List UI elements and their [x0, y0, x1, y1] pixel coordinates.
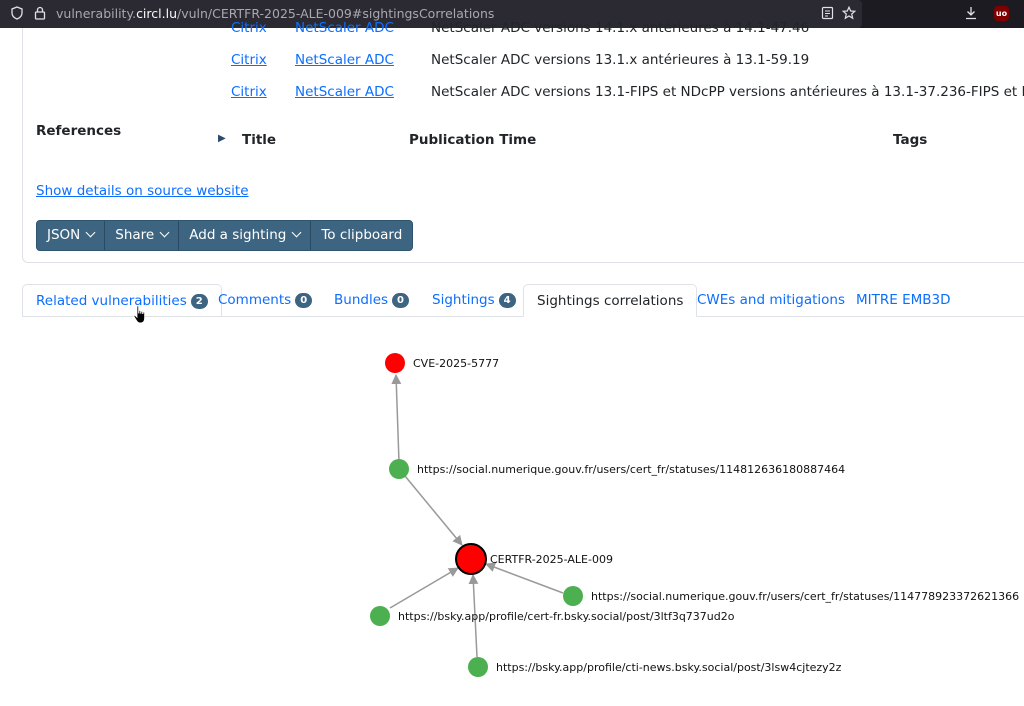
- ublock-extension-icon[interactable]: uo: [994, 6, 1009, 21]
- edge-s2-to-center: [485, 562, 564, 594]
- node-label: https://bsky.app/profile/cti-news.bsky.s…: [496, 661, 842, 674]
- node-label: CVE-2025-5777: [413, 357, 499, 370]
- show-details-link[interactable]: Show details on source website: [36, 183, 249, 199]
- vendor-link[interactable]: Citrix: [231, 52, 267, 68]
- tab-sightings-correlations[interactable]: Sightings correlations: [523, 284, 698, 317]
- to-clipboard-button[interactable]: To clipboard: [321, 227, 403, 243]
- vendor-link[interactable]: Citrix: [231, 20, 267, 32]
- edge-s1-to-center: [404, 475, 463, 546]
- product-link[interactable]: NetScaler ADC: [295, 84, 394, 100]
- chevron-down-icon: [159, 227, 170, 238]
- column-header-title: Title: [242, 132, 277, 148]
- version-text: NetScaler ADC versions 13.1.x antérieure…: [431, 52, 810, 68]
- share-dropdown-button[interactable]: Share: [105, 221, 180, 250]
- product-link[interactable]: NetScaler ADC: [295, 52, 394, 68]
- version-text: NetScaler ADC versions 14.1.x antérieure…: [431, 20, 810, 32]
- lock-icon[interactable]: [32, 6, 48, 22]
- shield-icon[interactable]: [9, 6, 25, 22]
- product-link[interactable]: NetScaler ADC: [295, 20, 394, 32]
- address-bar[interactable]: vulnerability.circl.lu/vuln/CERTFR-2025-…: [0, 0, 862, 28]
- node-label: https://social.numerique.gouv.fr/users/c…: [591, 590, 1019, 603]
- tab-cwes-and-mitigations[interactable]: CWEs and mitigations: [697, 292, 845, 308]
- bookmark-star-icon[interactable]: [841, 5, 857, 22]
- action-button-group: JSON Share Add a sighting To clipboard: [36, 220, 414, 251]
- node-label: https://social.numerique.gouv.fr/users/c…: [417, 463, 845, 476]
- graph-node-center[interactable]: CERTFR-2025-ALE-009: [455, 543, 613, 575]
- graph-edges: [389, 374, 564, 658]
- chevron-down-icon: [85, 227, 96, 238]
- edge-b2-to-center: [468, 574, 479, 658]
- node-label: CERTFR-2025-ALE-009: [490, 553, 613, 566]
- chevron-down-icon: [291, 227, 302, 238]
- count-badge: 0: [295, 293, 313, 308]
- count-badge: 4: [498, 293, 516, 308]
- node-label: https://bsky.app/profile/cert-fr.bsky.so…: [398, 610, 735, 623]
- references-label: References: [36, 123, 122, 139]
- expand-triangle-icon[interactable]: ▶: [218, 133, 226, 144]
- reader-view-icon[interactable]: [819, 6, 835, 22]
- column-header-tags: Tags: [893, 132, 928, 148]
- column-header-publication-time: Publication Time: [409, 132, 537, 148]
- browser-toolbar: vulnerability.circl.lu/vuln/CERTFR-2025-…: [0, 0, 1024, 28]
- graph-node-cve[interactable]: CVE-2025-5777: [385, 353, 499, 373]
- vulnerability-card: [22, 28, 1024, 263]
- count-badge: 0: [392, 293, 410, 308]
- graph-node-sighting[interactable]: https://bsky.app/profile/cti-news.bsky.s…: [468, 657, 842, 677]
- graph-node-sighting[interactable]: https://bsky.app/profile/cert-fr.bsky.so…: [370, 606, 735, 626]
- edge-s1-to-cve: [391, 374, 402, 463]
- add-sighting-dropdown-button[interactable]: Add a sighting: [179, 221, 312, 250]
- json-dropdown-button[interactable]: JSON: [37, 221, 106, 250]
- count-badge: 2: [190, 294, 208, 309]
- graph-node-sighting[interactable]: https://social.numerique.gouv.fr/users/c…: [389, 459, 845, 479]
- version-text: NetScaler ADC versions 13.1-FIPS et NDcP…: [431, 84, 1024, 100]
- hand-cursor-icon: [133, 305, 145, 324]
- url-text[interactable]: vulnerability.circl.lu/vuln/CERTFR-2025-…: [56, 6, 495, 21]
- sightings-correlation-graph[interactable]: CVE-2025-5777 https://social.numerique.g…: [0, 330, 1024, 706]
- download-icon[interactable]: [963, 6, 979, 22]
- graph-node-sighting[interactable]: https://social.numerique.gouv.fr/users/c…: [563, 586, 1019, 606]
- edge-b1-to-center: [389, 567, 459, 609]
- vendor-link[interactable]: Citrix: [231, 84, 267, 100]
- tab-mitre-emb3d[interactable]: MITRE EMB3D: [856, 292, 951, 308]
